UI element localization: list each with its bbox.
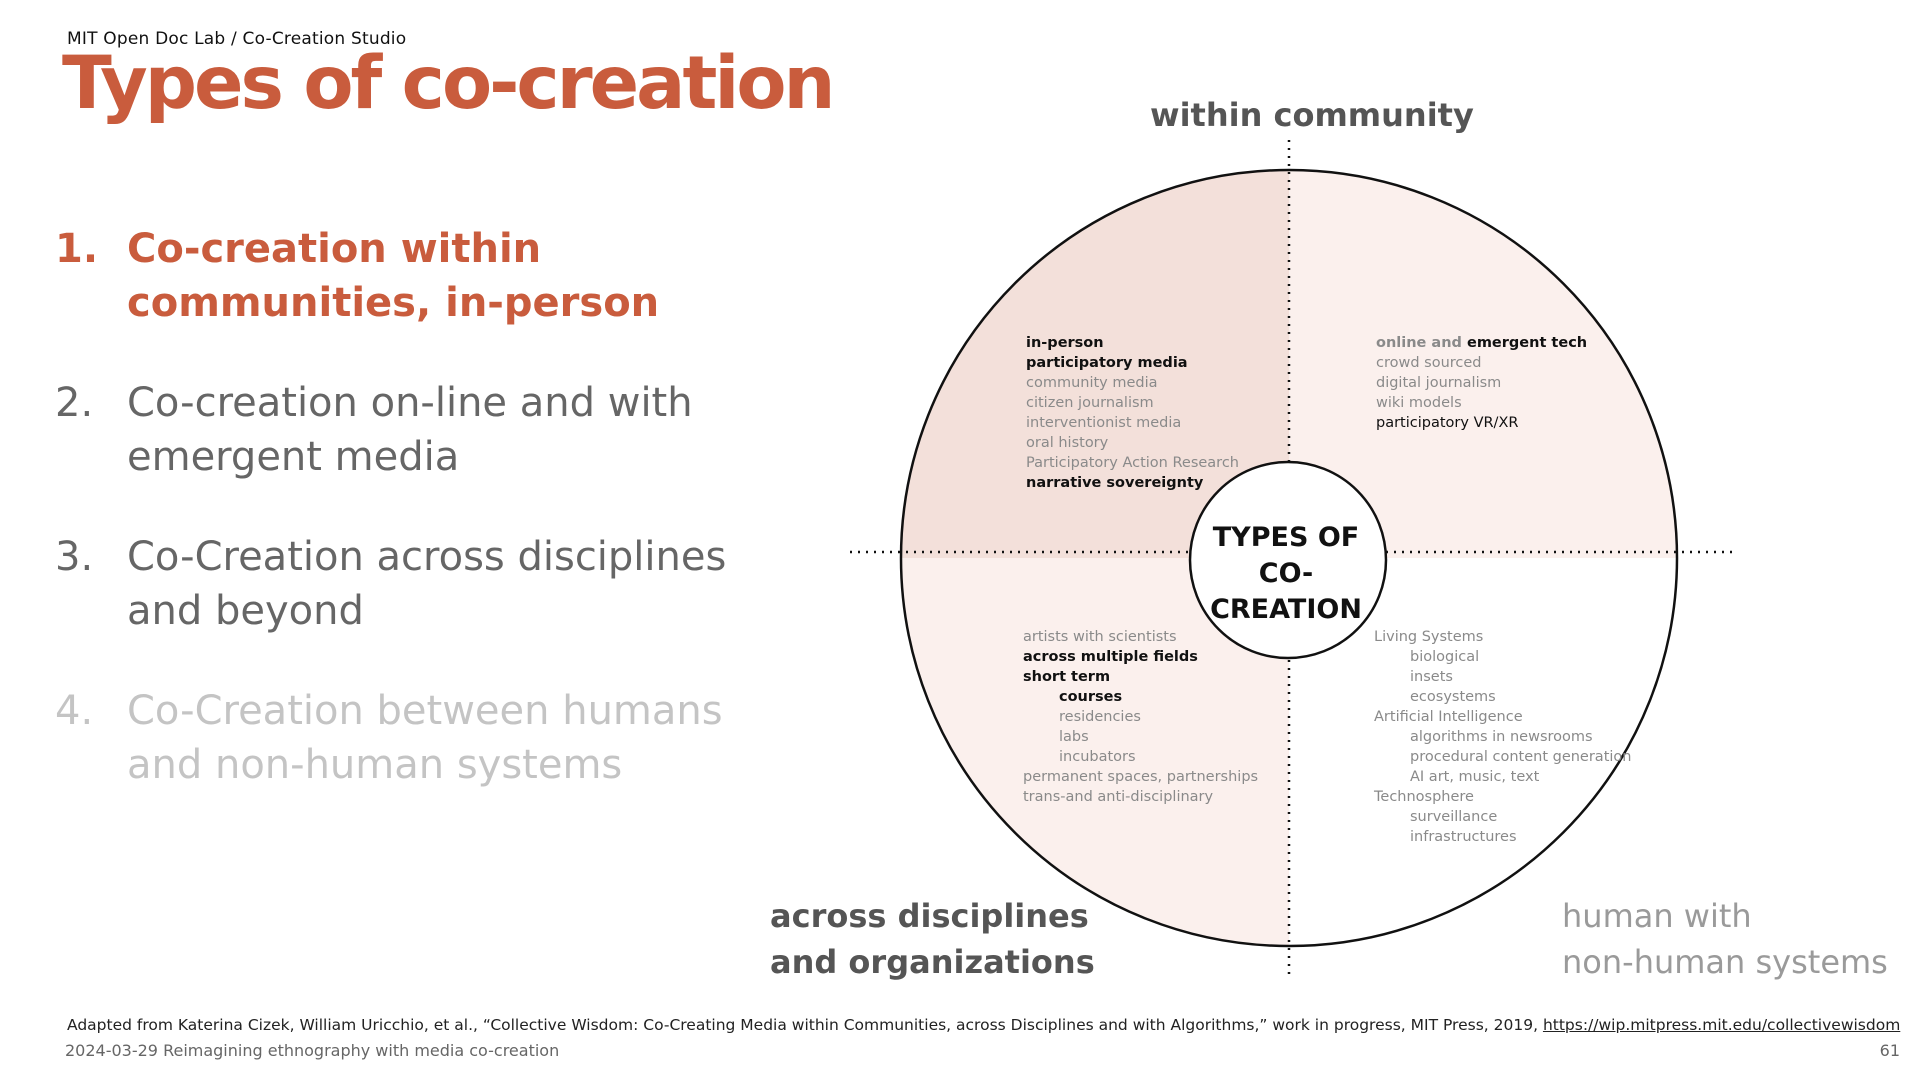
center-label-line: TYPES OF — [1212, 522, 1360, 553]
heading-prefix: online and — [1376, 335, 1462, 351]
axis-label-top: within community — [1150, 96, 1474, 134]
citation: Adapted from Katerina Cizek, William Uri… — [67, 1016, 1900, 1034]
heading-suffix: emergent tech — [1466, 335, 1588, 351]
list-item: algorithms in newsrooms — [1410, 729, 1593, 745]
point-number: 1. — [55, 226, 99, 272]
points-list: 1. Co-creation within communities, in-pe… — [55, 222, 745, 838]
list-item: interventionist media — [1026, 415, 1182, 431]
center-label: TYPES OF CO-CREATION — [1186, 520, 1386, 628]
axis-label-line: human with — [1562, 897, 1752, 935]
quadrant-bottom-right-list: Living Systems biological insets ecosyst… — [1374, 627, 1631, 847]
quadrant-top-left-list: in-person participatory media community … — [1026, 333, 1239, 493]
list-item: incubators — [1059, 749, 1136, 765]
list-item: artists with scientists — [1023, 629, 1177, 645]
list-item: participatory media — [1026, 355, 1188, 371]
list-item: participatory VR/XR — [1376, 415, 1519, 431]
list-item: labs — [1059, 729, 1089, 745]
point-item-4: 4. Co-Creation between humans and non-hu… — [55, 684, 745, 792]
list-item: Participatory Action Research — [1026, 455, 1239, 471]
point-item-3: 3. Co-Creation across disciplines and be… — [55, 530, 745, 638]
list-item: across multiple fields — [1023, 649, 1198, 665]
list-heading: online and emergent tech — [1376, 333, 1587, 353]
list-item: in-person — [1026, 335, 1104, 351]
list-item: infrastructures — [1410, 829, 1517, 845]
list-item: biological — [1410, 649, 1480, 665]
point-item-2: 2. Co-creation on-line and with emergent… — [55, 376, 745, 484]
point-number: 4. — [55, 688, 94, 734]
list-item: short term — [1023, 669, 1111, 685]
quadrant-bottom-left — [901, 558, 1289, 946]
list-item: Technosphere — [1374, 789, 1474, 805]
org-label: MIT Open Doc Lab / Co-Creation Studio — [67, 29, 407, 49]
list-item: Artificial Intelligence — [1374, 709, 1523, 725]
quadrant-top-right-list: online and emergent tech crowd sourced d… — [1376, 333, 1587, 433]
quadrant-top-left — [901, 170, 1289, 558]
list-item: citizen journalism — [1026, 395, 1154, 411]
list-item: courses — [1059, 689, 1123, 705]
quadrant-bottom-right — [1289, 558, 1677, 946]
list-item: oral history — [1026, 435, 1109, 451]
list-item: crowd sourced — [1376, 355, 1482, 371]
list-item: community media — [1026, 375, 1158, 391]
list-item: Living Systems — [1374, 629, 1484, 645]
quadrant-bottom-left-list: artists with scientists across multiple … — [1023, 627, 1258, 807]
axis-label-bottom-right: human with non-human systems — [1562, 893, 1888, 985]
point-number: 2. — [55, 380, 94, 426]
list-item: wiki models — [1376, 395, 1462, 411]
citation-link[interactable]: https://wip.mitpress.mit.edu/collectivew… — [1542, 1016, 1901, 1034]
list-item: residencies — [1059, 709, 1141, 725]
page-title: Types of co-creation — [62, 41, 835, 126]
quadrant-top-right — [1289, 170, 1677, 558]
point-text: Co-creation within communities, in-perso… — [127, 226, 660, 326]
citation-text: Adapted from Katerina Cizek, William Uri… — [67, 1016, 1538, 1034]
point-text: Co-Creation across disciplines and beyon… — [127, 534, 727, 634]
list-item: procedural content generation — [1410, 749, 1632, 765]
list-item: AI art, music, text — [1410, 769, 1540, 785]
list-item: permanent spaces, partnerships — [1023, 769, 1259, 785]
point-number: 3. — [55, 534, 94, 580]
list-item: digital journalism — [1376, 375, 1502, 391]
outer-circle — [899, 168, 1679, 948]
axis-label-line: and organizations — [770, 943, 1095, 981]
list-item: surveillance — [1410, 809, 1498, 825]
axis-label-line: across disciplines — [770, 897, 1089, 935]
center-circle — [1188, 460, 1388, 660]
point-text: Co-Creation between humans and non-human… — [127, 688, 723, 788]
point-text: Co-creation on-line and with emergent me… — [127, 380, 693, 480]
page-number: 61 — [1879, 1041, 1900, 1060]
center-label-line: CO-CREATION — [1210, 558, 1362, 625]
axis-label-line: non-human systems — [1562, 943, 1888, 981]
axis-label-bottom-left: across disciplines and organizations — [770, 893, 1095, 985]
list-item: ecosystems — [1410, 689, 1496, 705]
footer-date-title: 2024-03-29 Reimagining ethnography with … — [65, 1041, 560, 1060]
list-item: narrative sovereignty — [1026, 475, 1204, 491]
list-item: trans-and anti-disciplinary — [1023, 789, 1214, 805]
point-item-1: 1. Co-creation within communities, in-pe… — [55, 222, 745, 330]
list-item: insets — [1410, 669, 1453, 685]
